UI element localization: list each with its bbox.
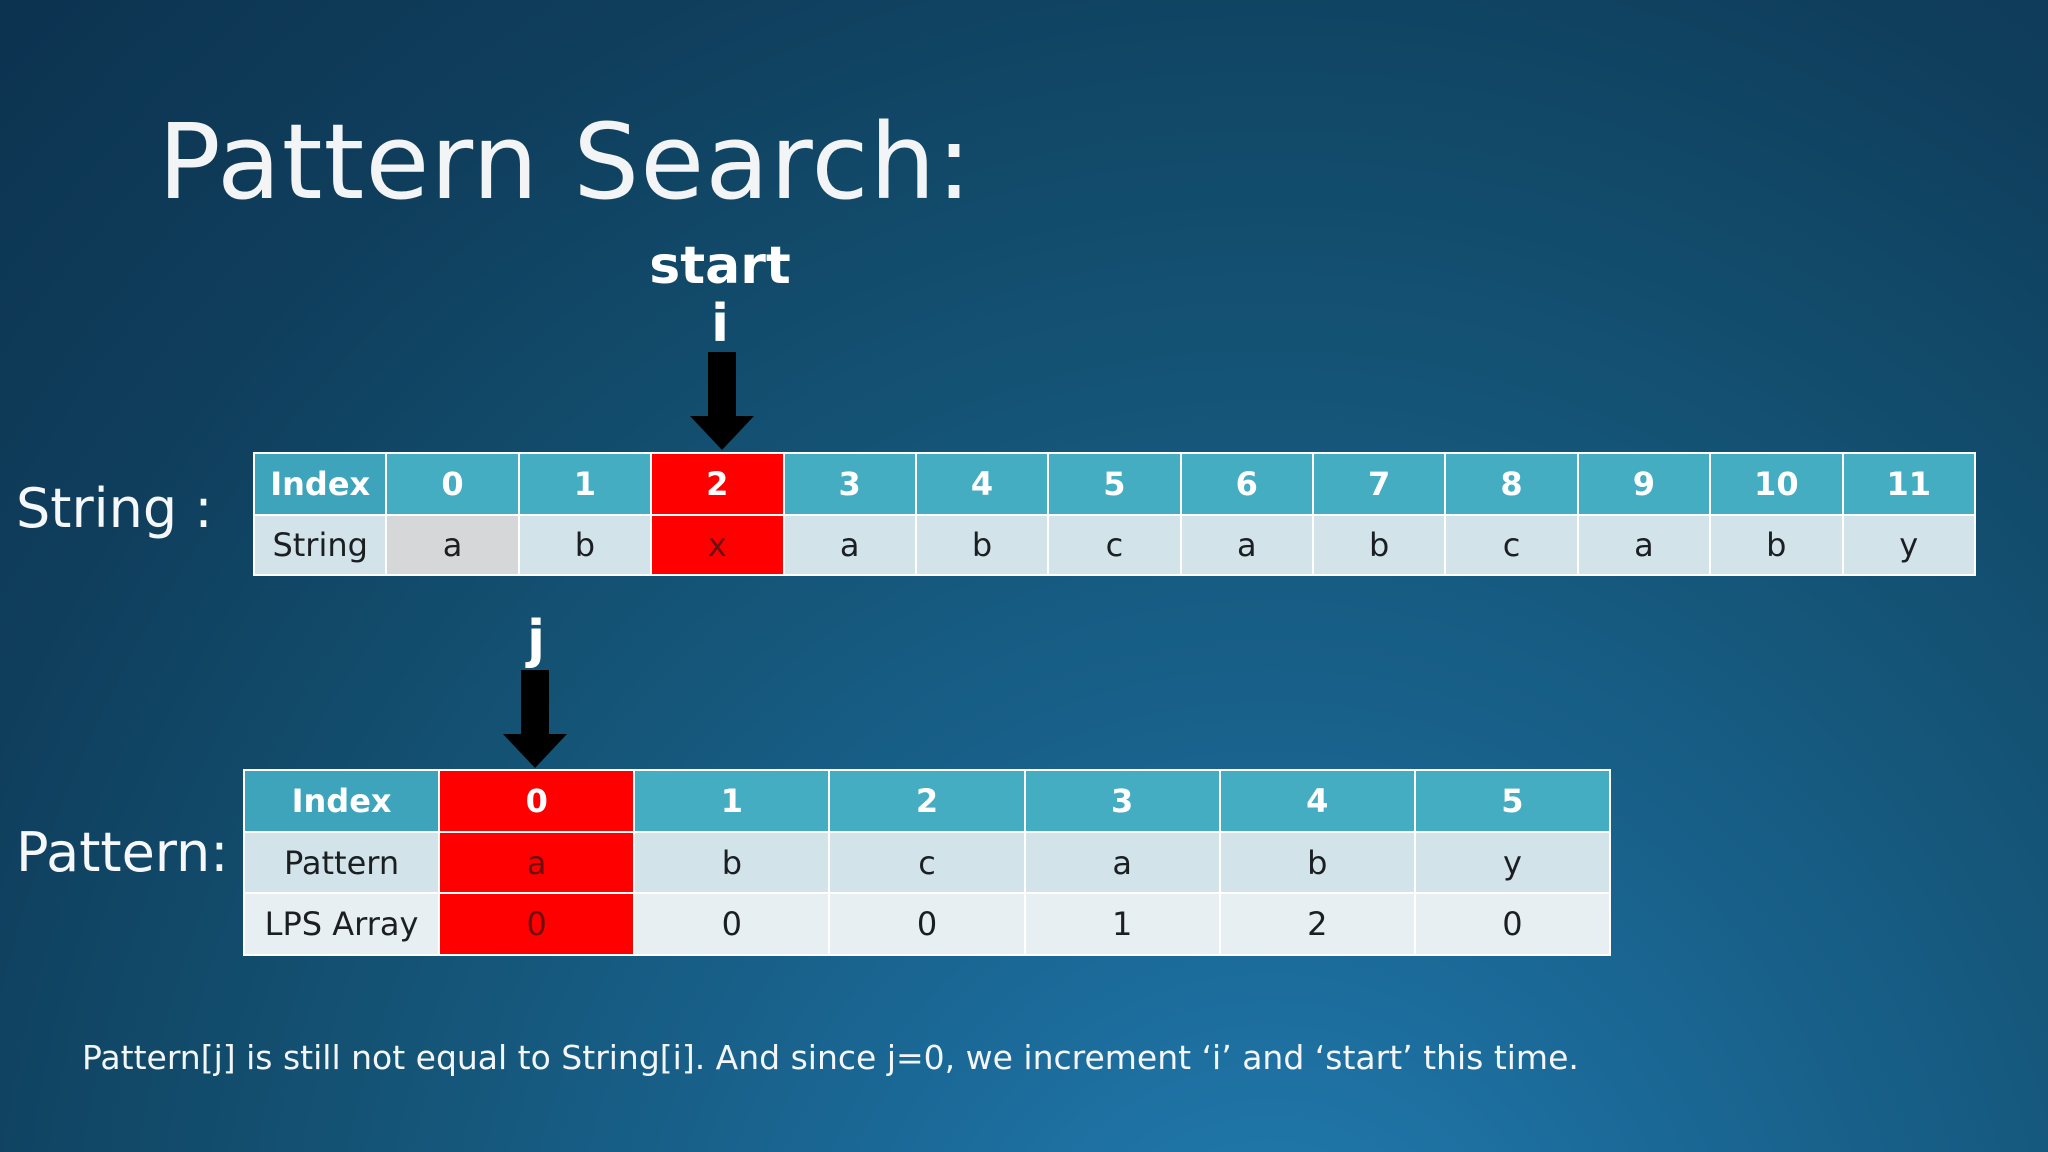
string-char-cell-5: c xyxy=(1047,514,1182,576)
string-index-cell-1: 1 xyxy=(517,452,653,516)
string-index-cell-0: 0 xyxy=(385,452,520,516)
pattern-index-cell-3: 3 xyxy=(1023,769,1221,833)
pattern-char-cell-0: a xyxy=(438,831,636,894)
string-char-cell-7: b xyxy=(1311,514,1447,576)
pattern-char-header: Pattern xyxy=(242,831,441,894)
string-char-cell-1: b xyxy=(517,514,653,576)
start-label: start xyxy=(649,236,791,296)
string-index-header: Index xyxy=(252,452,388,516)
string-char-cell-3: a xyxy=(782,514,917,576)
pattern-index-header: Index xyxy=(242,769,441,833)
string-char-cell-10: b xyxy=(1709,514,1844,576)
lps-cell-5: 0 xyxy=(1413,892,1612,956)
pattern-char-cell-5: y xyxy=(1413,831,1612,894)
string-char-cell-8: c xyxy=(1444,514,1579,576)
lps-cell-1: 0 xyxy=(633,892,831,956)
string-row-label: String : xyxy=(16,477,213,540)
lps-cell-2: 0 xyxy=(828,892,1026,956)
string-index-cell-4: 4 xyxy=(914,452,1050,516)
string-char-cell-2: x xyxy=(650,514,785,576)
string-char-cell-6: a xyxy=(1179,514,1315,576)
lps-cell-0: 0 xyxy=(438,892,636,956)
lps-cell-4: 2 xyxy=(1218,892,1416,956)
j-label: j xyxy=(527,610,545,670)
i-label: i xyxy=(711,294,729,354)
pattern-row-label: Pattern: xyxy=(16,821,229,884)
string-index-cell-6: 6 xyxy=(1179,452,1315,516)
pattern-char-cell-3: a xyxy=(1023,831,1221,894)
pattern-char-cell-2: c xyxy=(828,831,1026,894)
pattern-char-cell-1: b xyxy=(633,831,831,894)
string-index-cell-2: 2 xyxy=(650,452,785,516)
pattern-index-cell-4: 4 xyxy=(1218,769,1416,833)
start-pointer: start i xyxy=(640,236,800,352)
string-char-cell-0: a xyxy=(385,514,520,576)
string-index-cell-7: 7 xyxy=(1311,452,1447,516)
string-index-cell-10: 10 xyxy=(1709,452,1844,516)
pattern-index-cell-0: 0 xyxy=(438,769,636,833)
string-index-cell-9: 9 xyxy=(1576,452,1712,516)
lps-cell-3: 1 xyxy=(1023,892,1221,956)
string-index-cell-11: 11 xyxy=(1841,452,1976,516)
pattern-index-cell-2: 2 xyxy=(828,769,1026,833)
string-index-cell-3: 3 xyxy=(782,452,917,516)
pattern-index-cell-5: 5 xyxy=(1413,769,1612,833)
string-index-cell-5: 5 xyxy=(1047,452,1182,516)
string-char-cell-9: a xyxy=(1576,514,1712,576)
string-char-cell-11: y xyxy=(1841,514,1976,576)
slide-title: Pattern Search: xyxy=(158,101,973,223)
i-down-arrow-icon xyxy=(690,352,754,450)
string-char-header: String xyxy=(252,514,388,576)
j-pointer: j xyxy=(496,612,576,668)
string-index-cell-8: 8 xyxy=(1444,452,1579,516)
j-down-arrow-icon xyxy=(503,670,567,768)
string-char-cell-4: b xyxy=(914,514,1050,576)
pattern-index-cell-1: 1 xyxy=(633,769,831,833)
explanation-caption: Pattern[j] is still not equal to String[… xyxy=(82,1038,1579,1077)
lps-header: LPS Array xyxy=(242,892,441,956)
pattern-char-cell-4: b xyxy=(1218,831,1416,894)
